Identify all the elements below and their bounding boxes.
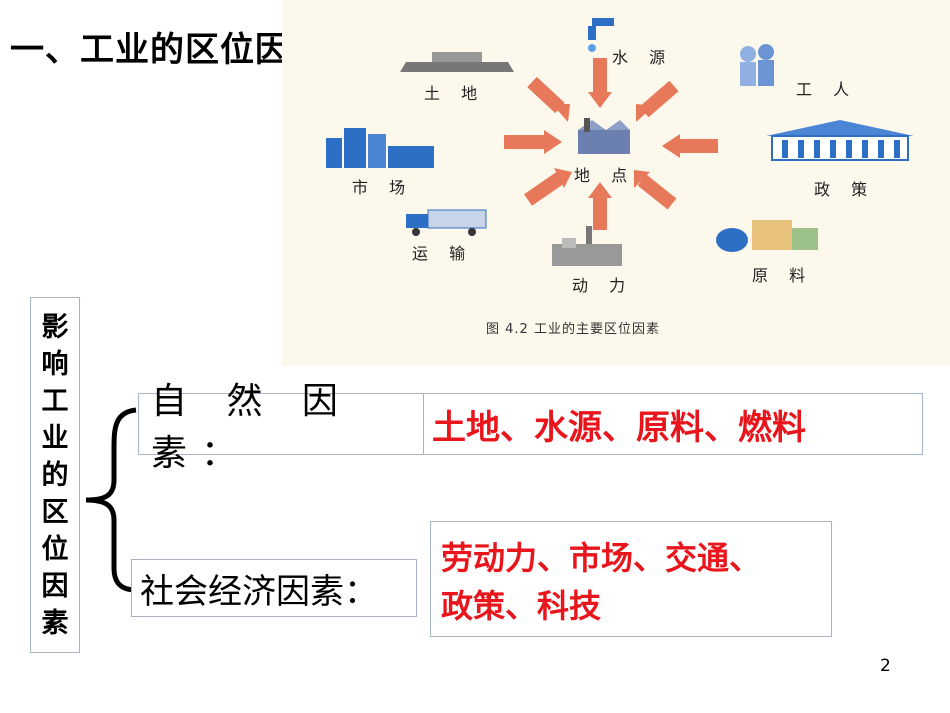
truck-icon (406, 209, 487, 236)
government-building-icon (766, 120, 914, 161)
social-economic-factors-values: 劳动力、市场、交通、 政策、科技 (430, 521, 832, 637)
label-material: 原 料 (752, 266, 814, 285)
natural-factors-values: 土地、水源、原料、燃料 (423, 393, 923, 455)
side-label-char: 影 (41, 311, 69, 343)
location-factors-diagram: 水 源 土 地 工 人 地 点 市 场 政 策 运 输 原 料 动 力 图 4.… (282, 0, 950, 366)
power-plant-icon (552, 226, 622, 266)
side-label-char: 业 (41, 422, 69, 454)
arrow-from-material (637, 174, 677, 210)
social-economic-factors-label: 社会经济因素： (131, 559, 417, 617)
page-number: 2 (880, 656, 891, 676)
land-icon (400, 52, 514, 72)
label-land: 土 地 (424, 84, 486, 103)
natural-factors-label: 自 然 因 素： (138, 381, 424, 474)
side-label-char: 位 (41, 533, 69, 565)
side-label-char: 响 (41, 348, 69, 380)
label-center: 地 点 (574, 166, 636, 185)
factory-icon (578, 118, 630, 154)
label-market: 市 场 (352, 178, 414, 197)
social-values-line1: 劳动力、市场、交通、 (441, 539, 762, 577)
label-water: 水 源 (612, 48, 674, 67)
city-buildings-icon (326, 128, 434, 168)
water-tap-icon (588, 18, 614, 52)
label-transport: 运 输 (412, 244, 474, 263)
slide-title: 一、工业的区位因素 (10, 30, 325, 70)
arrow-from-transport (524, 172, 564, 206)
arrow-from-land (527, 76, 565, 114)
label-policy: 政 策 (814, 180, 876, 199)
side-label-box: 影 响 工 业 的 区 位 因 素 (30, 297, 80, 653)
social-values-line2: 政策、科技 (441, 587, 602, 625)
label-labor: 工 人 (796, 80, 858, 99)
side-label-char: 素 (41, 607, 69, 639)
label-power: 动 力 (572, 276, 634, 295)
figure-caption: 图 4.2 工业的主要区位因素 (486, 322, 660, 337)
side-label-char: 工 (41, 385, 69, 417)
raw-materials-icon (716, 220, 818, 252)
side-label-char: 区 (41, 496, 69, 528)
arrows (504, 58, 718, 230)
curly-brace (85, 407, 137, 593)
workers-icon (740, 44, 774, 86)
side-label-char: 的 (41, 459, 69, 491)
side-label-char: 因 (41, 570, 69, 602)
diagram-graphics (326, 18, 914, 266)
